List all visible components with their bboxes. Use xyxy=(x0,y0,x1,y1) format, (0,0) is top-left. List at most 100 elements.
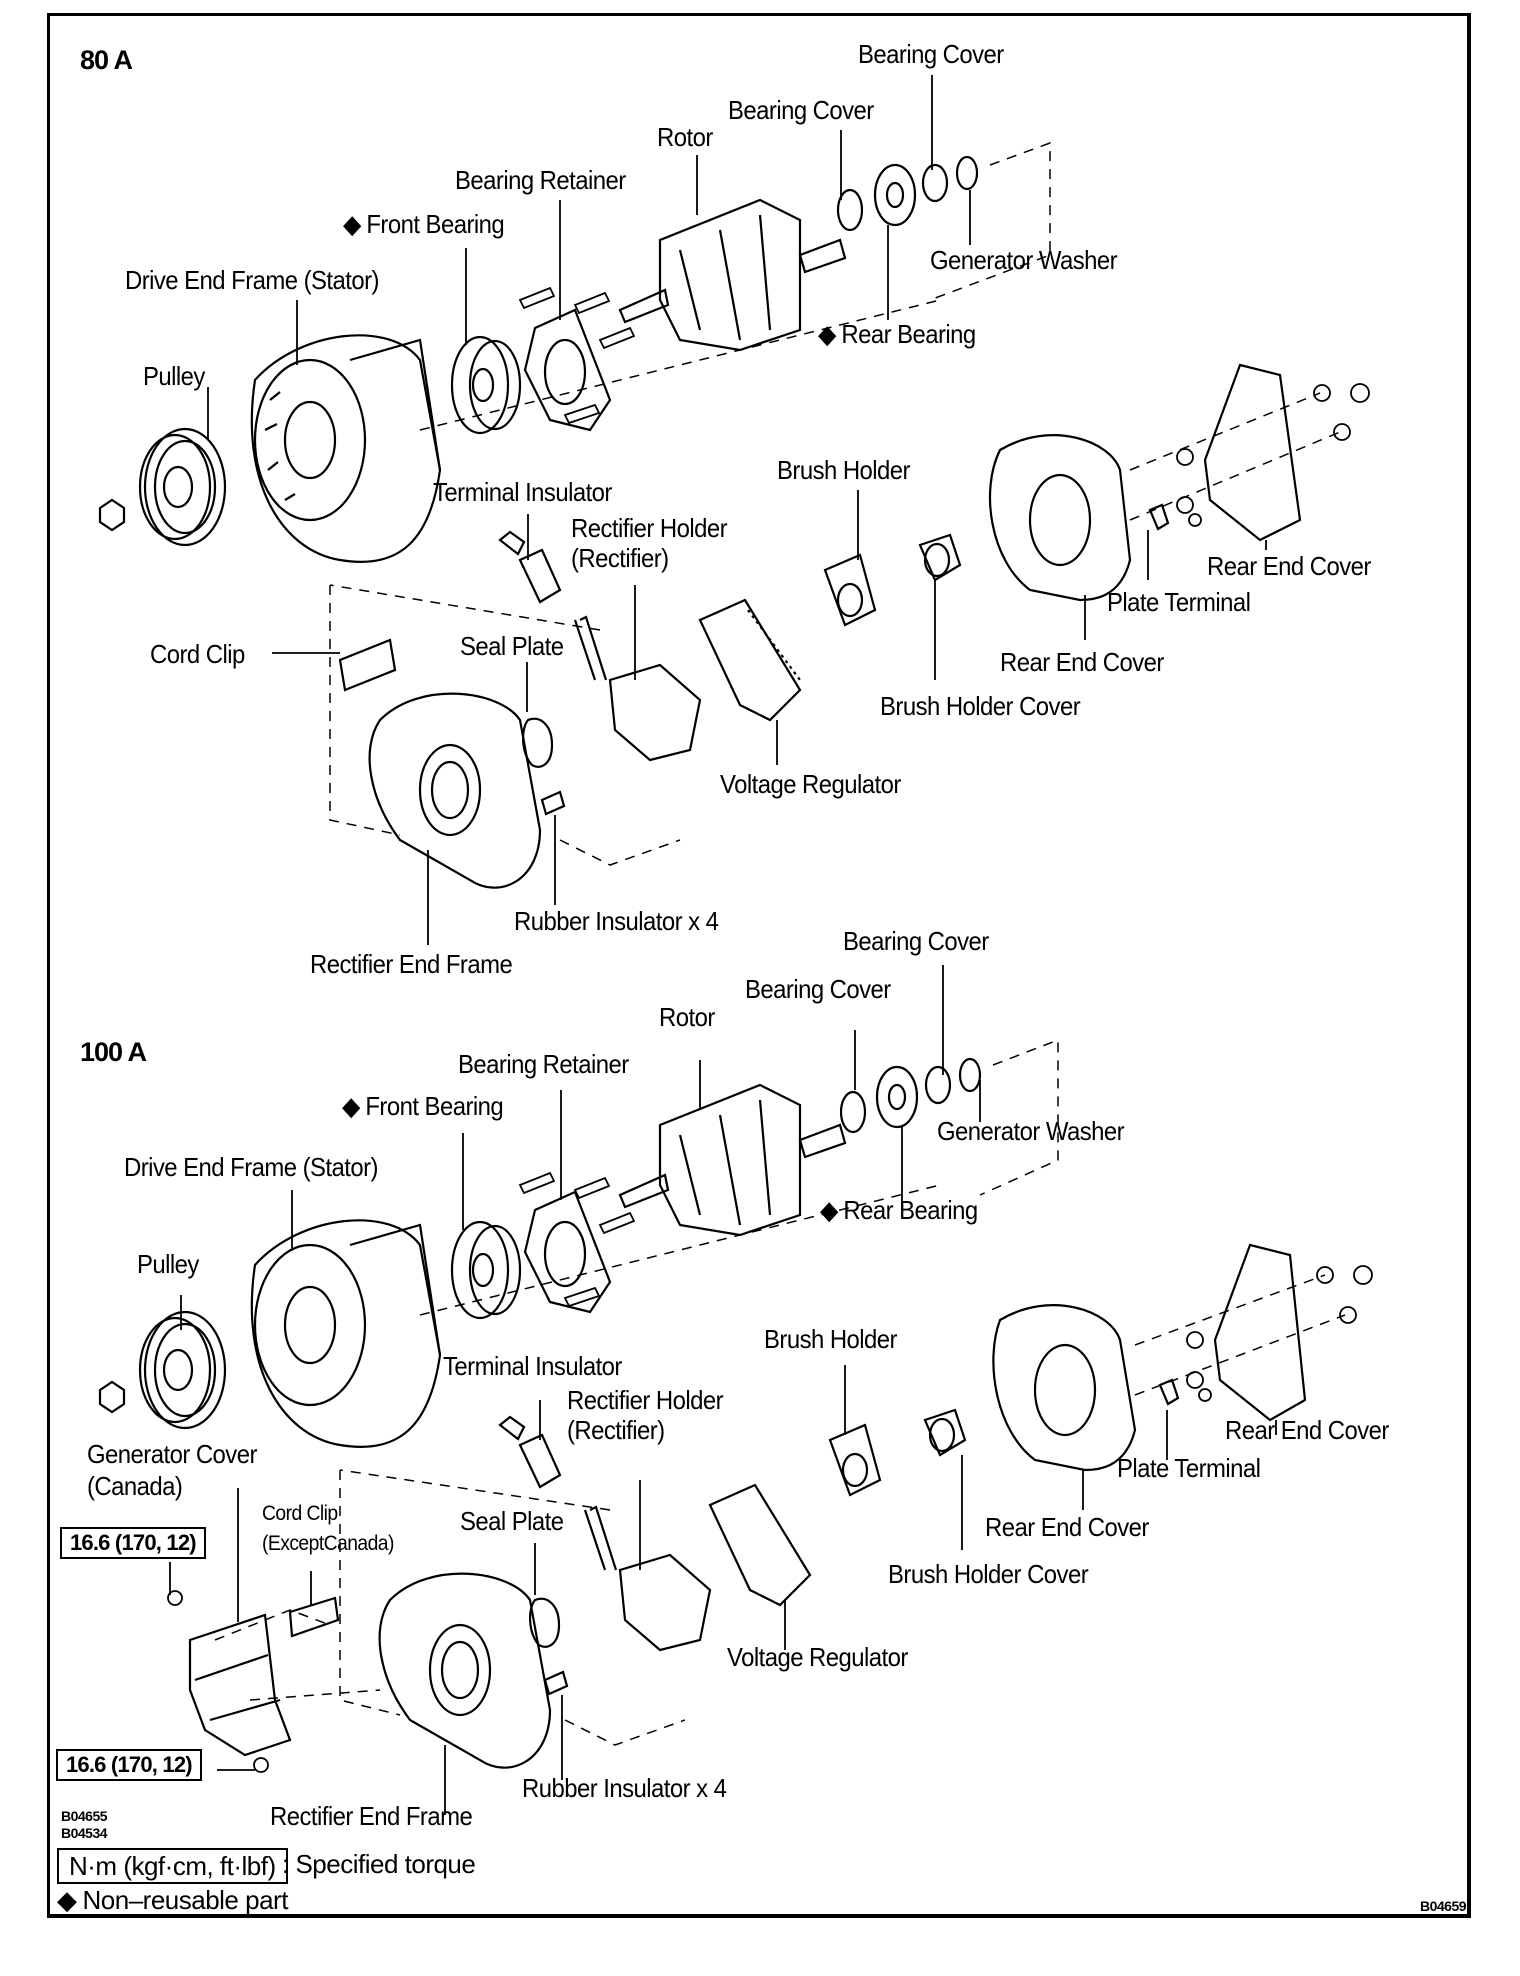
label-rectifier-holder-100a: Rectifier Holder xyxy=(567,1385,724,1415)
rotor-80a-shape xyxy=(618,198,847,352)
label-voltage-regulator-80a: Voltage Regulator xyxy=(720,769,901,799)
label-bearing-cover-outer-80a: Bearing Cover xyxy=(858,39,1004,69)
label-bearing-retainer-100a: Bearing Retainer xyxy=(458,1049,629,1079)
torque-spec-bottom: 16.6 (170, 12) xyxy=(56,1749,202,1781)
dashed-guide xyxy=(564,1719,686,1746)
label-seal-plate-100a: Seal Plate xyxy=(460,1506,564,1536)
dashed-guide xyxy=(979,1038,1059,1196)
retainer-screws-100a xyxy=(518,1171,636,1308)
label-rectifier-end-frame-100a: Rectifier End Frame xyxy=(270,1801,473,1831)
rotor-100a-shape xyxy=(618,1083,847,1237)
label-brush-holder-cover-100a: Brush Holder Cover xyxy=(888,1559,1089,1589)
front-bearing-100a-shape xyxy=(450,1220,522,1320)
label-rear-end-cover-left-80a: Rear End Cover xyxy=(1000,647,1164,677)
label-voltage-regulator-100a: Voltage Regulator xyxy=(727,1642,908,1672)
dashed-guide xyxy=(559,839,681,866)
plate-terminal-80a-shape xyxy=(1148,503,1170,531)
figure-code-main: B04659 xyxy=(1420,1898,1467,1914)
label-brush-holder-80a: Brush Holder xyxy=(777,455,911,485)
label-bearing-cover-inner-80a: Bearing Cover xyxy=(728,95,874,125)
rear-end-cover-small-80a-shape xyxy=(1203,363,1302,542)
label-front-bearing-100a: ◆Front Bearing xyxy=(342,1091,504,1121)
section-80a-art xyxy=(98,141,1370,889)
leader-lines-100a xyxy=(169,965,1277,1815)
label-plate-terminal-100a: Plate Terminal xyxy=(1117,1453,1261,1483)
label-bearing-cover-inner-100a: Bearing Cover xyxy=(745,974,891,1004)
cord-clip-100a-shape xyxy=(288,1596,340,1638)
rubber-insulator-80a-shape xyxy=(540,790,566,816)
label-cord-clip-100a: Cord Clip xyxy=(262,1502,338,1525)
label-cord-clip-80a: Cord Clip xyxy=(150,639,245,669)
plate-terminal-100a-shape xyxy=(1158,1378,1180,1406)
label-rear-bearing-80a: ◆Rear Bearing xyxy=(818,319,976,349)
rear-end-cover-80a-shape xyxy=(988,434,1132,602)
rectifier-end-frame-80a-shape xyxy=(368,692,542,889)
torque-spec-top: 16.6 (170, 12) xyxy=(60,1527,206,1559)
brush-holder-cover-100a-shape xyxy=(923,1408,967,1457)
label-rear-bearing-100a: ◆Rear Bearing xyxy=(820,1195,978,1225)
label-rectifier-holder-80a: Rectifier Holder xyxy=(571,513,728,543)
label-rubber-insulator-80a: Rubber Insulator x 4 xyxy=(514,906,719,936)
label-terminal-insulator-100a: Terminal Insulator xyxy=(443,1351,622,1381)
label-brush-holder-100a: Brush Holder xyxy=(764,1324,898,1354)
section-heading-80a: 80 A xyxy=(80,45,133,75)
figure-code: B04534 xyxy=(61,1825,108,1841)
rectifier-holder-80a-shape xyxy=(573,615,702,762)
legend-non-reusable: ◆Non–reusable part xyxy=(57,1885,288,1915)
label-seal-plate-80a: Seal Plate xyxy=(460,631,564,661)
dashed-guide xyxy=(339,1469,611,1716)
label-plate-terminal-80a: Plate Terminal xyxy=(1107,587,1251,617)
non-reusable-diamond-icon: ◆ xyxy=(342,1091,360,1121)
label-pulley-80a: Pulley xyxy=(143,361,205,391)
label-generator-cover-100a: Generator Cover xyxy=(87,1439,257,1469)
label-generator-washer-100a: Generator Washer xyxy=(937,1116,1125,1146)
torque-bolts-100a xyxy=(167,1590,269,1773)
label-drive-end-frame-100a: Drive End Frame (Stator) xyxy=(124,1152,378,1182)
generator-cover-100a-shape xyxy=(188,1613,292,1757)
bearing-covers-100a-shape xyxy=(839,1057,982,1134)
label-rotor-80a: Rotor xyxy=(657,122,713,152)
dashed-guide xyxy=(1134,1274,1346,1396)
nuts-80a xyxy=(1176,383,1370,527)
voltage-regulator-80a-shape xyxy=(698,598,802,722)
nuts-100a xyxy=(1186,1265,1373,1402)
label-cord-clip-sub-100a: (ExceptCanada) xyxy=(262,1532,394,1555)
label-rectifier-holder-sub-100a: (Rectifier) xyxy=(567,1415,665,1445)
label-bearing-cover-outer-100a: Bearing Cover xyxy=(843,926,989,956)
label-pulley-100a: Pulley xyxy=(137,1249,199,1279)
pulley-100a-shape xyxy=(98,1310,227,1430)
dashed-guide xyxy=(329,584,601,836)
label-rear-end-cover-left-100a: Rear End Cover xyxy=(985,1512,1149,1542)
brush-holder-80a-shape xyxy=(823,553,877,627)
dashed-guide xyxy=(929,141,1051,301)
label-generator-cover-sub-100a: (Canada) xyxy=(87,1471,183,1501)
label-rectifier-end-frame-80a: Rectifier End Frame xyxy=(310,949,513,979)
rear-end-cover-small-100a-shape xyxy=(1213,1243,1307,1422)
section-heading-100a: 100 A xyxy=(80,1037,147,1067)
label-bearing-retainer-80a: Bearing Retainer xyxy=(455,165,626,195)
label-rear-end-cover-right-80a: Rear End Cover xyxy=(1207,551,1371,581)
voltage-regulator-100a-shape xyxy=(708,1483,812,1607)
rectifier-end-frame-100a-shape xyxy=(378,1572,552,1769)
figure-code: B04655 xyxy=(61,1808,108,1824)
seal-plate-100a-shape xyxy=(529,1597,561,1648)
label-rectifier-holder-sub-80a: (Rectifier) xyxy=(571,543,669,573)
drive-end-frame-80a-shape xyxy=(250,334,442,563)
label-rubber-insulator-100a: Rubber Insulator x 4 xyxy=(522,1773,727,1803)
bearing-covers-80a-shape xyxy=(836,155,979,232)
bearing-retainer-80a-shape xyxy=(523,308,612,432)
dashed-guide xyxy=(1129,392,1341,521)
rectifier-holder-100a-shape xyxy=(583,1505,712,1652)
label-generator-washer-80a: Generator Washer xyxy=(930,245,1118,275)
label-front-bearing-80a: ◆Front Bearing xyxy=(343,209,505,239)
rubber-insulator-100a-shape xyxy=(543,1670,569,1696)
front-bearing-80a-shape xyxy=(450,335,522,435)
seal-plate-80a-shape xyxy=(522,717,554,768)
cord-clip-80a-shape xyxy=(338,638,397,692)
legend-torque-description: : Specified torque xyxy=(282,1849,476,1879)
non-reusable-diamond-icon: ◆ xyxy=(57,1885,77,1915)
label-rear-end-cover-right-100a: Rear End Cover xyxy=(1225,1415,1389,1445)
label-drive-end-frame-80a: Drive End Frame (Stator) xyxy=(125,265,379,295)
legend-torque-unit: N·m (kgf·cm, ft·lbf) xyxy=(57,1848,288,1884)
